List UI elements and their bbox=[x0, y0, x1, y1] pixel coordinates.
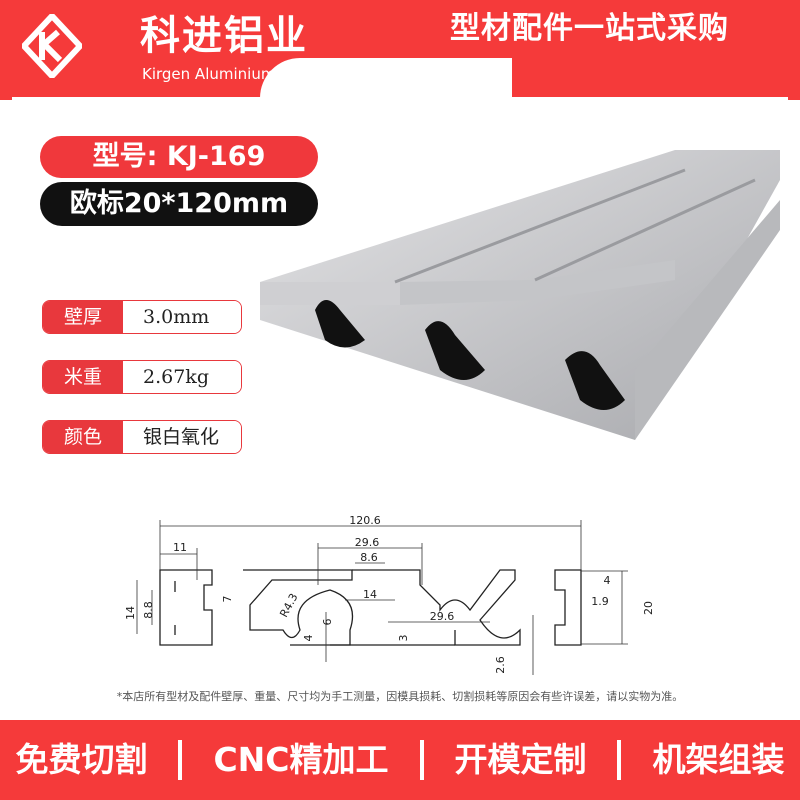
slogan: 型材配件一站式采购 bbox=[450, 11, 729, 46]
dim-top-slot: 8.6 bbox=[360, 551, 378, 564]
dim-wall: 2.6 bbox=[494, 656, 507, 674]
service-free-cutting: 免费切割 bbox=[15, 740, 148, 779]
spec-value: 2.67kg bbox=[123, 361, 241, 393]
service-custom-mold: 开模定制 bbox=[454, 740, 587, 779]
dim-left-height: 14 bbox=[124, 606, 137, 620]
dim-height: 20 bbox=[642, 601, 655, 615]
dim-left-width: 11 bbox=[173, 541, 187, 554]
dim-bottom-span: 29.6 bbox=[430, 610, 455, 623]
divider bbox=[419, 740, 424, 780]
service-cnc: CNC精加工 bbox=[213, 740, 389, 779]
card-tab bbox=[260, 58, 512, 103]
dim-depth-3: 3 bbox=[397, 635, 410, 642]
dim-overall-width: 120.6 bbox=[349, 514, 381, 527]
dimension-drawing: 120.6 11 29.6 8.6 14 8.8 7 R4.3 14 6 4 3… bbox=[124, 514, 655, 675]
spec-label: 颜色 bbox=[43, 421, 123, 453]
model-badge: 型号: KJ-169 bbox=[40, 136, 318, 178]
profile-product-image bbox=[260, 150, 780, 440]
profile-outline bbox=[159, 569, 582, 646]
services-bar: 免费切割 CNC精加工 开模定制 机架组装 bbox=[0, 720, 800, 800]
brand-name: 科进铝业 bbox=[140, 13, 308, 59]
disclaimer-note: *本店所有型材及配件壁厚、重量、尺寸均为手工测量，因模具损耗、切割损耗等原因会有… bbox=[116, 690, 684, 703]
dim-top-span: 29.6 bbox=[355, 536, 380, 549]
dim-right-gap: 1.9 bbox=[591, 595, 609, 608]
standard-badge: 欧标20*120mm bbox=[40, 182, 318, 226]
dim-right-lip: 4 bbox=[604, 574, 611, 587]
dim-mid-slot: 14 bbox=[363, 588, 377, 601]
divider bbox=[178, 740, 183, 780]
brand-name-en: Kirgen Aluminium bbox=[142, 65, 276, 83]
dim-radius: R4.3 bbox=[277, 591, 300, 619]
dimension-lines bbox=[136, 520, 628, 675]
spec-value: 银白氧化 bbox=[123, 421, 241, 453]
dim-depth-4: 4 bbox=[302, 635, 315, 642]
spec-label: 壁厚 bbox=[43, 301, 123, 333]
spec-color: 颜色银白氧化 bbox=[42, 420, 242, 454]
brand-logo-icon bbox=[22, 14, 82, 78]
spec-label: 米重 bbox=[43, 361, 123, 393]
divider bbox=[617, 740, 622, 780]
dim-depth-6: 6 bbox=[321, 619, 334, 626]
service-frame-assembly: 机架组装 bbox=[652, 740, 785, 779]
dim-left-slot: 8.8 bbox=[142, 601, 155, 619]
dim-left-groove: 7 bbox=[221, 596, 234, 603]
spec-value: 3.0mm bbox=[123, 301, 241, 333]
